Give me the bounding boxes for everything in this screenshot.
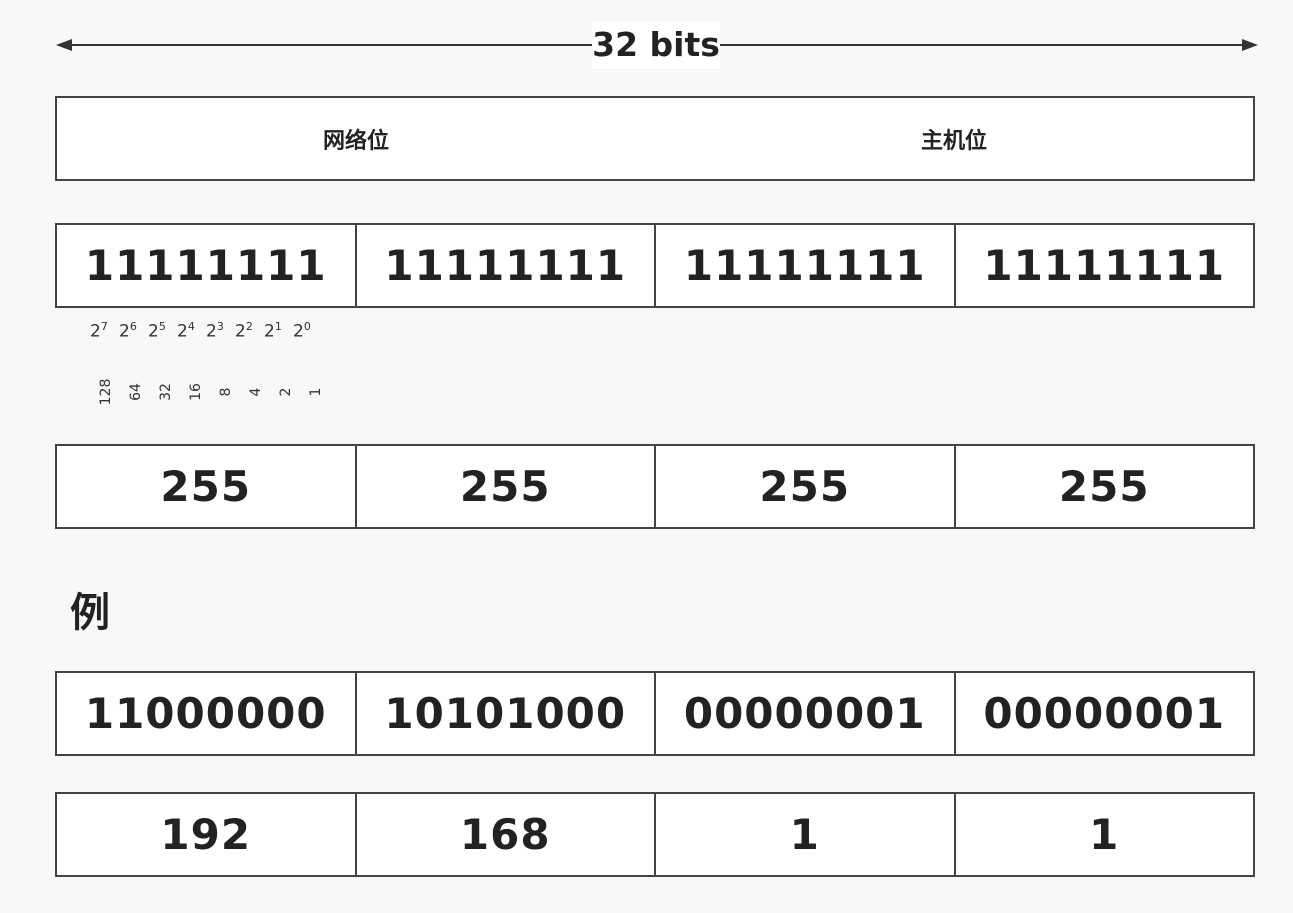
power-4: 24 <box>177 320 195 342</box>
host-bits-label: 主机位 <box>920 128 987 154</box>
power-7: 27 <box>90 320 108 342</box>
arrow-left-head <box>56 39 72 51</box>
example-binary-octet-3: 00000001 <box>654 673 954 754</box>
arrow-line-right <box>717 44 1245 46</box>
example-decimal-octet-2: 168 <box>354 794 655 875</box>
example-label: 例 <box>70 590 110 636</box>
example-decimal-octet-1: 192 <box>160 810 252 859</box>
power-1: 21 <box>264 320 282 342</box>
decimal-octet-2: 255 <box>354 446 655 527</box>
power-3: 23 <box>206 320 224 342</box>
binary-octet-4: 11111111 <box>953 225 1254 306</box>
arrow-right-head <box>1242 39 1258 51</box>
power-0: 20 <box>293 320 311 342</box>
binary-octet-2: 11111111 <box>354 225 655 306</box>
power-values-row: 128 64 32 16 8 4 2 1 <box>86 372 326 412</box>
binary-octet-1: 11111111 <box>84 241 327 290</box>
power-2: 22 <box>235 320 253 342</box>
powers-row: 27 26 25 24 23 22 21 20 <box>90 320 322 342</box>
network-bits-label: 网络位 <box>322 128 389 154</box>
network-host-box: 网络位 主机位 <box>55 96 1255 181</box>
decimal-mask-row: 255 255 255 255 <box>55 444 1255 529</box>
bits-label: 32 bits <box>592 22 720 68</box>
example-decimal-octet-3: 1 <box>654 794 954 875</box>
example-decimal-octet-4: 1 <box>953 794 1254 875</box>
example-binary-octet-1: 11000000 <box>84 689 327 738</box>
power-5: 25 <box>148 320 166 342</box>
binary-octet-3: 11111111 <box>654 225 954 306</box>
example-binary-row: 11000000 10101000 00000001 00000001 <box>55 671 1255 756</box>
decimal-octet-3: 255 <box>654 446 954 527</box>
example-binary-octet-2: 10101000 <box>354 673 655 754</box>
decimal-octet-4: 255 <box>953 446 1254 527</box>
decimal-octet-1: 255 <box>160 462 252 511</box>
example-decimal-row: 192 168 1 1 <box>55 792 1255 877</box>
power-value-1: 1 <box>308 387 324 397</box>
example-binary-octet-4: 00000001 <box>953 673 1254 754</box>
power-6: 26 <box>119 320 137 342</box>
arrow-line-left <box>70 44 595 46</box>
binary-mask-row: 11111111 11111111 11111111 11111111 <box>55 223 1255 308</box>
